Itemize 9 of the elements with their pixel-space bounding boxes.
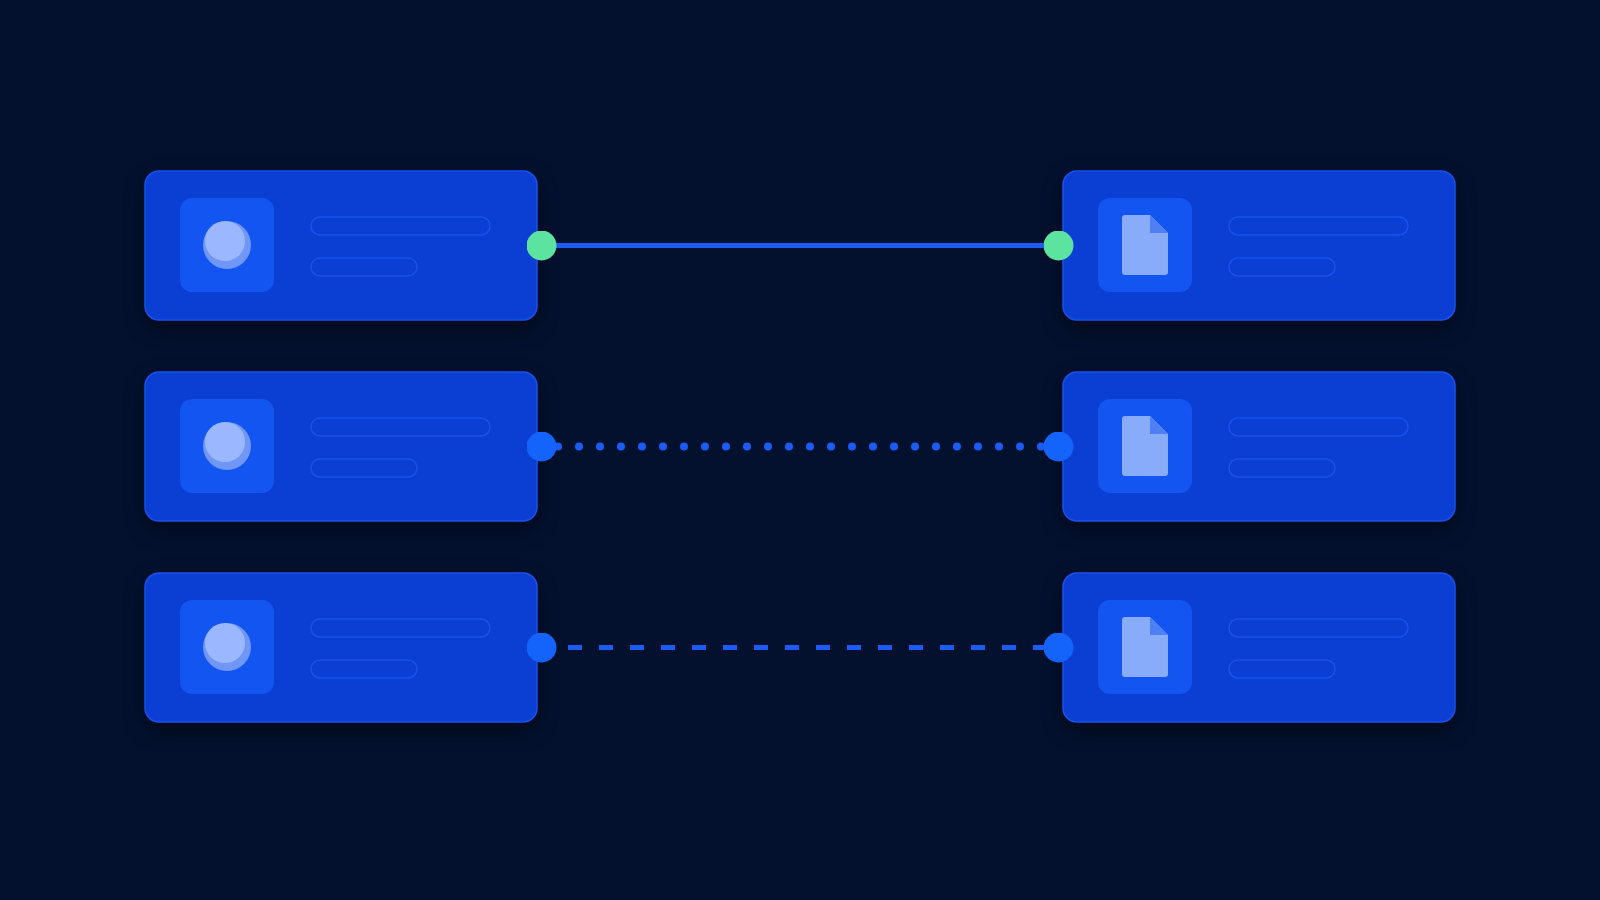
card [1062,371,1456,522]
card [1062,572,1456,723]
dashed-connector [526,632,1074,663]
card [1062,170,1456,321]
dotted-connector [526,431,1074,462]
connector-line [526,230,1074,261]
card [144,170,538,321]
card [144,371,538,522]
card [144,572,538,723]
